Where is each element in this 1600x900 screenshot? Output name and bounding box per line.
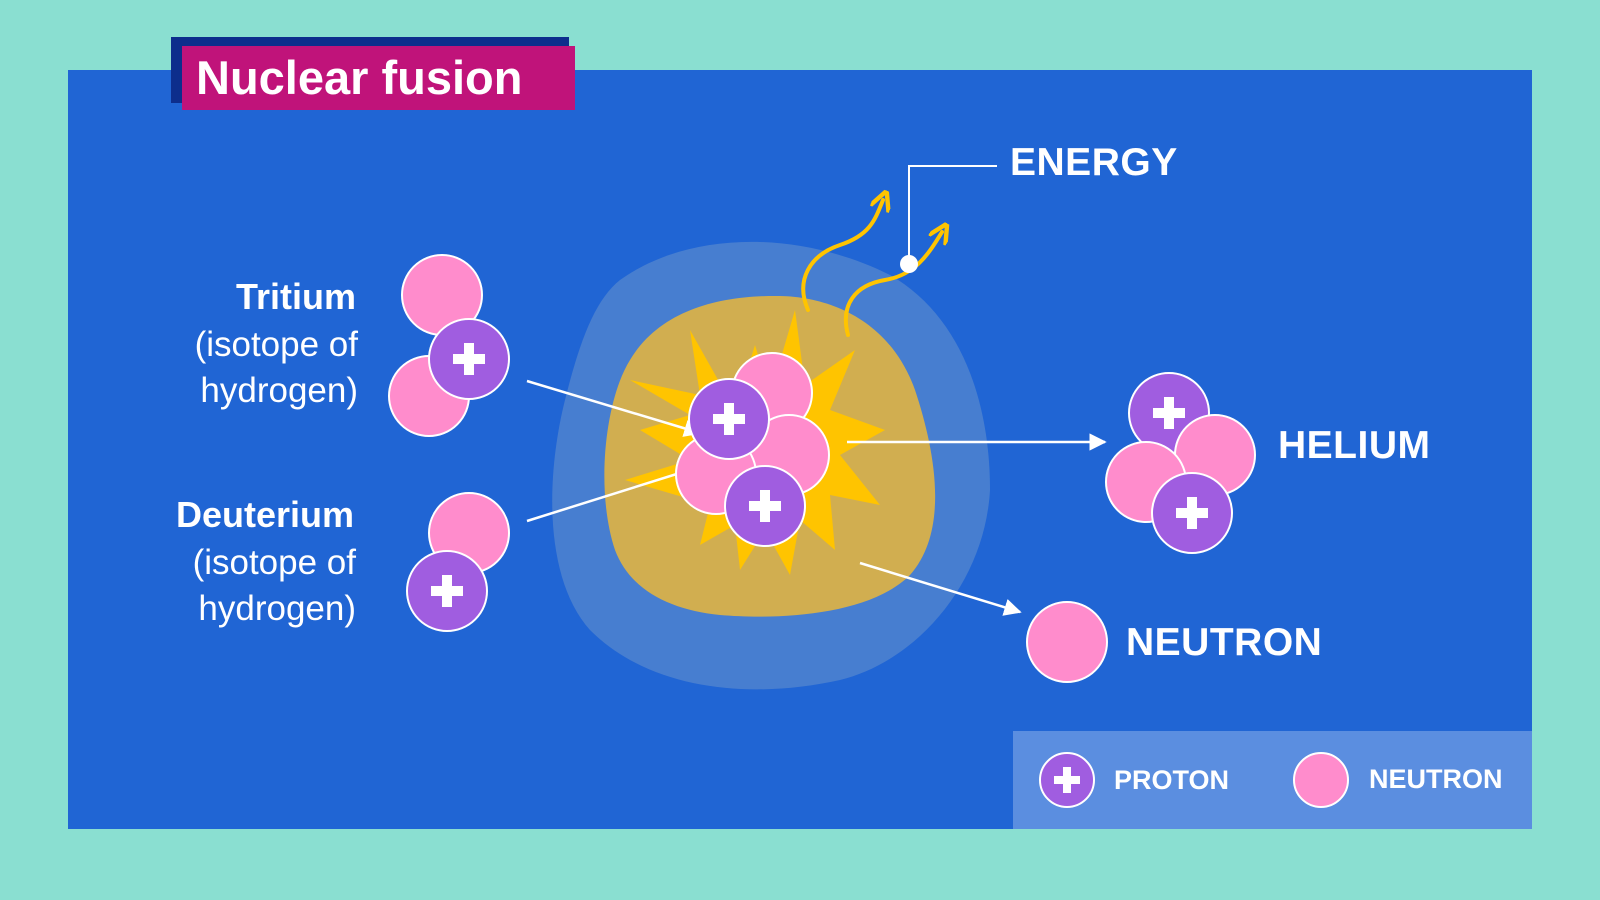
legend-proton-label: PROTON xyxy=(1114,765,1230,795)
page-title: Nuclear fusion xyxy=(196,51,523,104)
deuterium-label: Deuterium xyxy=(175,494,354,535)
helium-label: HELIUM xyxy=(1278,424,1431,467)
neutron-arrow xyxy=(859,561,1022,616)
energy-wave-1 xyxy=(801,200,883,312)
neutron-label: NEUTRON xyxy=(1126,621,1323,664)
tritium-nucleus xyxy=(388,254,510,437)
legend-neutron-swatch xyxy=(1293,752,1349,808)
title-banner xyxy=(182,46,575,110)
energy-callout-dot xyxy=(900,255,918,273)
legend-neutron-label: NEUTRON xyxy=(1369,764,1503,794)
energy-callout-line xyxy=(908,165,997,264)
free-neutron xyxy=(1026,601,1108,683)
deuterium-arrow xyxy=(526,463,701,523)
tritium-label: Tritium xyxy=(235,276,356,317)
deuterium-nucleus xyxy=(406,492,510,632)
energy-label: ENERGY xyxy=(1010,141,1178,184)
fusing-nucleus xyxy=(675,352,830,547)
tritium-arrow xyxy=(526,379,702,437)
deuterium-description: (isotope of hydrogen) xyxy=(192,543,356,628)
legend: PROTON NEUTRON xyxy=(1013,731,1532,829)
plus-icon xyxy=(1063,767,1071,793)
helium-nucleus xyxy=(1105,372,1256,554)
tritium-description: (isotope of hydrogen) xyxy=(194,325,358,410)
energy-wave-2 xyxy=(843,232,942,337)
legend-graphics xyxy=(1039,752,1349,808)
